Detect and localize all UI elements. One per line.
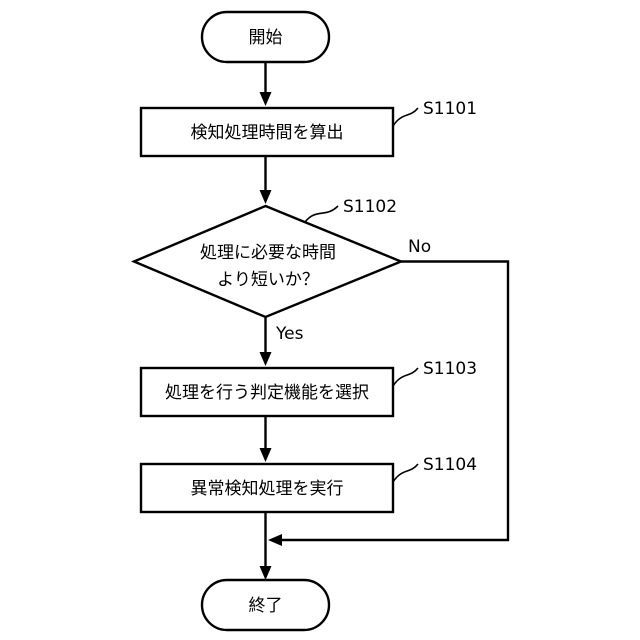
process-step-s1101-label: 検知処理時間を算出 bbox=[191, 123, 344, 143]
start-terminal: 開始 bbox=[202, 12, 329, 62]
process-step-s1104: 異常検知処理を実行 S1104 bbox=[141, 455, 477, 512]
step-id-s1101: S1101 bbox=[423, 99, 477, 119]
step-id-s1103: S1103 bbox=[423, 359, 477, 379]
branch-label-yes: Yes bbox=[275, 324, 304, 344]
arrowhead-to-s1104 bbox=[260, 448, 272, 462]
step-id-leader-s1101 bbox=[393, 108, 418, 126]
arrowhead-to-s1103 bbox=[260, 352, 272, 366]
arrowhead-no-branch-merge bbox=[268, 534, 282, 546]
step-id-s1102: S1102 bbox=[343, 197, 397, 217]
process-step-s1103: 処理を行う判定機能を選択 S1103 bbox=[141, 359, 477, 416]
decision-step-s1102-label-line1: 処理に必要な時間 bbox=[200, 243, 336, 263]
process-step-s1101: 検知処理時間を算出 S1101 bbox=[141, 99, 477, 156]
branch-label-no: No bbox=[408, 237, 431, 257]
decision-step-s1102: 処理に必要な時間 より短いか？ S1102 bbox=[134, 197, 401, 317]
step-id-leader-s1102 bbox=[305, 206, 338, 222]
arrowhead-to-end bbox=[260, 566, 272, 580]
end-terminal-label: 終了 bbox=[249, 596, 283, 616]
process-step-s1104-label: 異常検知処理を実行 bbox=[191, 479, 344, 499]
step-id-leader-s1103 bbox=[393, 368, 418, 386]
step-id-s1104: S1104 bbox=[423, 455, 477, 475]
arrowhead-to-s1101 bbox=[260, 92, 272, 106]
start-terminal-label: 開始 bbox=[249, 28, 283, 48]
arrowhead-to-s1102 bbox=[260, 190, 272, 204]
end-terminal: 終了 bbox=[202, 580, 329, 630]
decision-step-s1102-label-line2: より短いか？ bbox=[217, 270, 319, 290]
process-step-s1103-label: 処理を行う判定機能を選択 bbox=[165, 383, 369, 403]
step-id-leader-s1104 bbox=[393, 464, 418, 482]
